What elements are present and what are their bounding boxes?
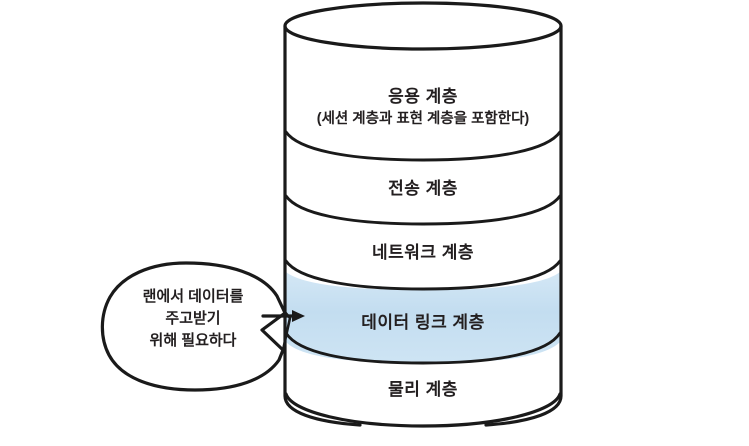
- layer-dividers: [284, 130, 562, 365]
- callout-arrow-head: [292, 310, 305, 322]
- cylinder-bottom-edge: [284, 392, 562, 428]
- divider-network-datalink: [284, 259, 562, 291]
- callout-line-1: 랜에서 데이터를: [142, 288, 244, 305]
- callout-line-2: 주고받기: [165, 310, 221, 327]
- callout-bubble: [100, 261, 305, 392]
- callout-tail-stroke: [281, 309, 292, 352]
- cylinder-right-edge: [484, 24, 563, 427]
- divider-datalink-physical: [284, 331, 562, 365]
- callout-line-3: 위해 필요하다: [149, 332, 237, 349]
- divider-transport-network: [284, 194, 562, 226]
- cylinder-left-edge: [283, 24, 362, 427]
- divider-application-transport: [284, 130, 562, 162]
- cylinder-top-lid: [283, 1, 563, 51]
- callout-bubble-outline: [100, 261, 287, 392]
- cylinder-body: [283, 1, 563, 428]
